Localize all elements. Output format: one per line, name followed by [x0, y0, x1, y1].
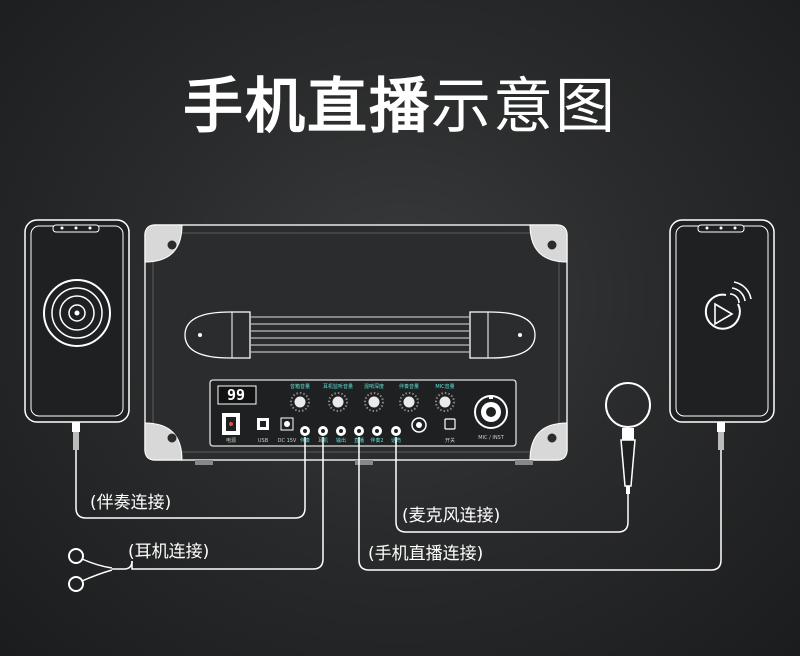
knob-row: 音箱音量 耳机监听音量 混响深度 伴奏音量 MIC音量 — [290, 383, 455, 412]
port-label-usb: USB — [258, 438, 269, 444]
led-display: 99 — [217, 385, 257, 405]
knob-monitor-volume[interactable]: 耳机监听音量 — [323, 383, 353, 412]
port-label-xlr: MIC / INST — [478, 435, 505, 441]
knob-speaker-volume[interactable]: 音箱音量 — [290, 383, 310, 412]
title-light: 示意图 — [431, 72, 617, 142]
port-label-switch: 开关 — [445, 437, 455, 444]
usb-port[interactable]: USB — [257, 418, 269, 444]
power-switch[interactable]: 电源 — [222, 413, 240, 444]
port-label-output: 输出 — [336, 437, 346, 444]
port-label-accomp2: 伴奏2 — [370, 437, 383, 444]
carry-handle — [184, 311, 536, 359]
right-phone — [669, 219, 775, 450]
label-accompaniment: (伴奏连接) — [90, 493, 171, 513]
left-phone — [24, 219, 130, 450]
knob-label-4: 伴奏音量 — [399, 383, 419, 390]
knob-label-5: MIC音量 — [435, 383, 454, 390]
combo-xlr-jack[interactable]: MIC / INST — [474, 395, 508, 441]
audio-jacks[interactable] — [300, 426, 401, 436]
knob-label-1: 音箱音量 — [290, 383, 310, 390]
microphone-icon — [605, 382, 651, 494]
title-bold: 手机直播 — [183, 72, 431, 142]
dc-jack[interactable]: DC 15V — [278, 417, 297, 444]
label-phone-live: (手机直播连接) — [368, 544, 483, 564]
knob-label-2: 耳机监听音量 — [323, 383, 353, 390]
display-digits: 99 — [227, 386, 245, 404]
earphones-icon — [68, 548, 133, 592]
knob-mic-volume[interactable]: MIC音量 — [435, 383, 455, 412]
control-panel: 99 音箱音量 耳机监听音量 混响深度 伴奏音量 — [209, 379, 517, 447]
knob-label-3: 混响深度 — [364, 383, 384, 390]
live-stream-play-icon — [704, 281, 752, 330]
large-jack[interactable] — [411, 417, 427, 433]
small-button[interactable]: 开关 — [444, 418, 456, 444]
vinyl-record-icon — [43, 279, 111, 347]
port-label-power: 电源 — [226, 437, 236, 444]
connection-lines — [75, 437, 722, 571]
knob-reverb-depth[interactable]: 混响深度 — [364, 383, 384, 412]
label-microphone: (麦克风连接) — [402, 506, 500, 526]
page-title: 手机直播示意图 — [0, 58, 800, 145]
port-label-dc: DC 15V — [278, 438, 297, 444]
label-earphone: (耳机连接) — [128, 542, 209, 562]
knob-accompaniment-volume[interactable]: 伴奏音量 — [399, 383, 419, 412]
